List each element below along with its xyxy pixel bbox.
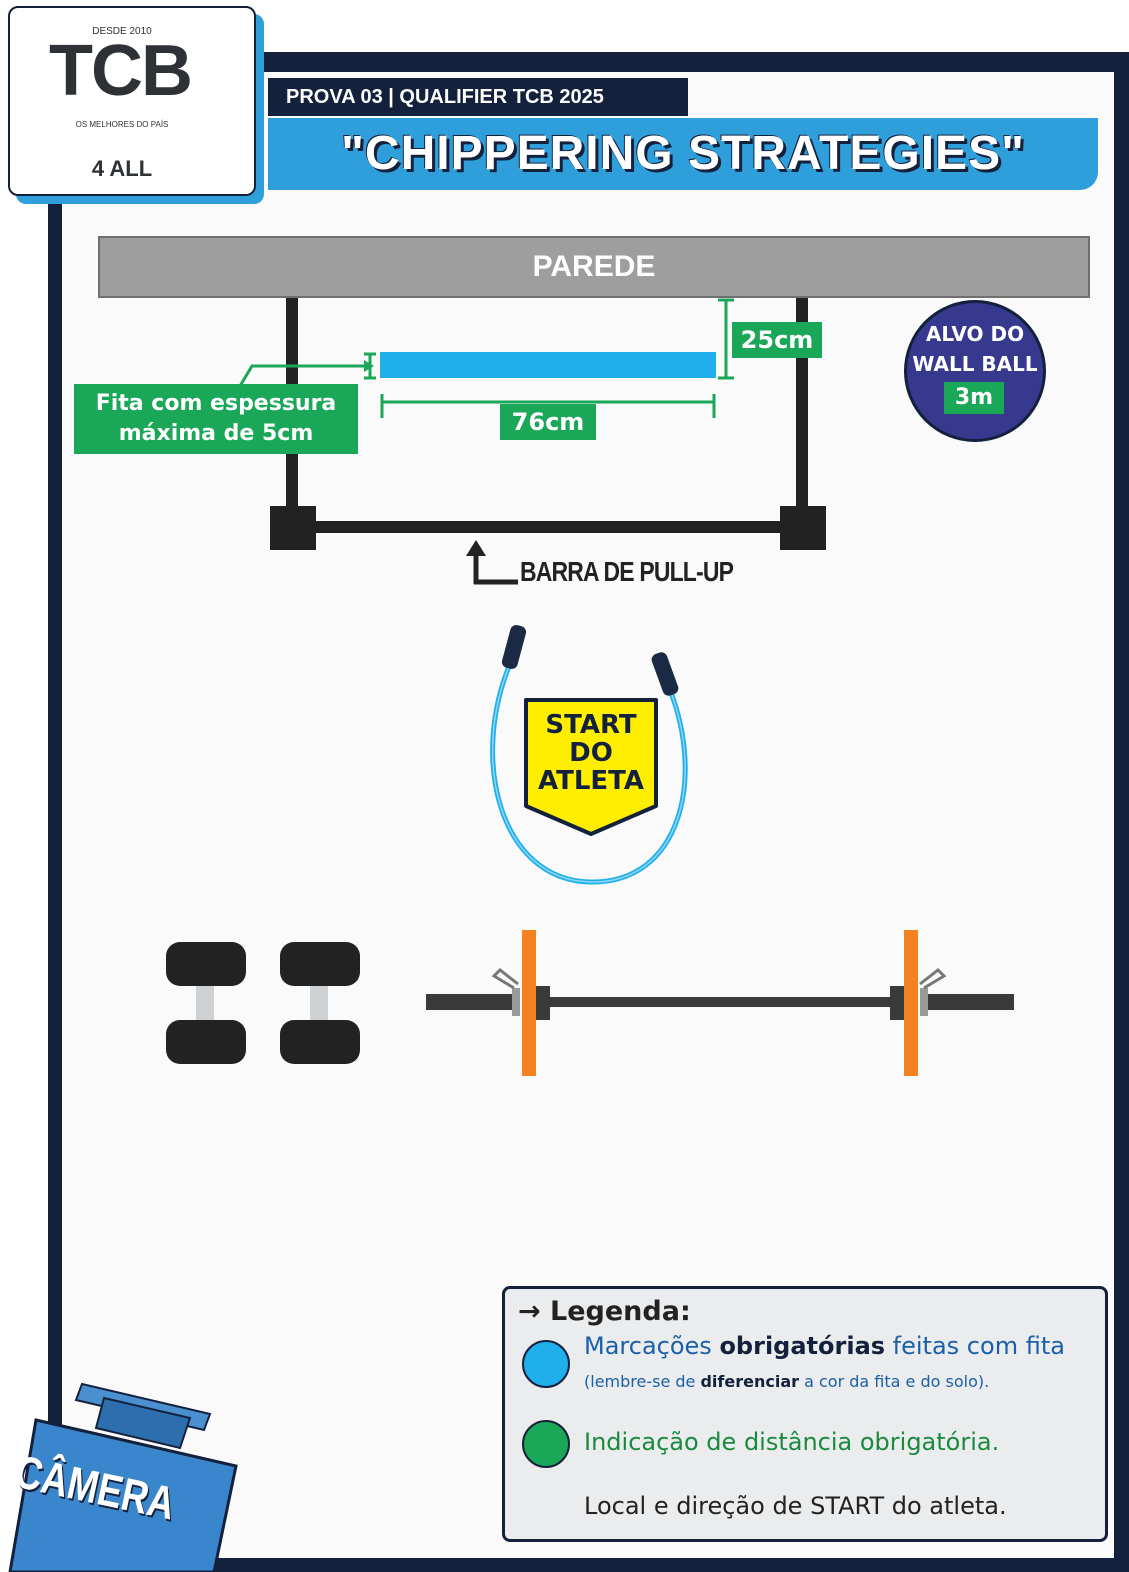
- target-label-line2: WALL BALL: [912, 352, 1038, 376]
- pullup-bar-label: BARRA DE PULL-UP: [520, 556, 734, 587]
- width-label: 76cm: [500, 404, 596, 440]
- title-banner: [268, 118, 1098, 190]
- target-height-label: 3m: [944, 382, 1004, 414]
- barbell-icon: [426, 930, 1014, 1076]
- height-label: 25cm: [732, 322, 822, 358]
- dumbbell-icon: [166, 942, 246, 1064]
- legend-note-bold: diferenciar: [700, 1372, 800, 1391]
- dumbbell-icon: [280, 942, 360, 1064]
- start-marker: [524, 698, 658, 836]
- tcb-logo: [8, 6, 256, 196]
- legend-item1-post: feitas com fita: [885, 1332, 1065, 1360]
- legend-box: [502, 1286, 1108, 1542]
- pullup-arrow-icon: [466, 540, 518, 585]
- height-dimension: [718, 298, 734, 380]
- wall-ball-target: [904, 300, 1046, 442]
- logo-brand: TCB: [49, 31, 193, 111]
- workout-title: "CHIPPERING STRATEGIES": [341, 127, 1025, 180]
- tape-thickness-note: Fita com espessura máxima de 5cm: [74, 384, 358, 454]
- legend-item-tape: Marcações obrigatórias feitas com fita: [584, 1332, 1065, 1360]
- logo-edition: 4 ALL: [91, 156, 153, 181]
- jump-rope-icon: [490, 625, 688, 885]
- pullup-rig: [270, 298, 826, 550]
- width-dimension: [380, 394, 716, 418]
- legend-item-start: Local e direção de START do atleta.: [584, 1492, 1007, 1520]
- camera-icon: [8, 1382, 238, 1572]
- tape-note-line1: Fita com espessura: [95, 391, 337, 416]
- legend-item1-pre: Marcações: [584, 1332, 720, 1360]
- tape-marking: [380, 352, 716, 378]
- legend-note-pre: (lembre-se de: [584, 1372, 701, 1391]
- legend-title: → Legenda:: [518, 1296, 691, 1327]
- target-label-line1: ALVO DO: [925, 322, 1025, 346]
- legend-note-post: a cor da fita e do solo).: [799, 1372, 990, 1391]
- logo-tagline: OS MELHORES DO PAÍS: [75, 120, 169, 129]
- legend-item-tape-note: (lembre-se de diferenciar a cor da fita …: [584, 1372, 989, 1391]
- wall: [98, 236, 1090, 298]
- start-label-line1: START: [545, 710, 637, 740]
- legend-item1-bold: obrigatórias: [719, 1332, 886, 1360]
- logo-since: DESDE 2010: [92, 26, 152, 37]
- legend-item-distance: Indicação de distância obrigatória.: [584, 1428, 1000, 1456]
- thickness-pointer: [238, 352, 376, 387]
- start-label-line3: ATLETA: [537, 766, 644, 796]
- legend-tape-icon: [522, 1340, 570, 1388]
- wall-label: PAREDE: [532, 250, 656, 283]
- tape-note-line2: máxima de 5cm: [118, 421, 314, 446]
- start-label-line2: DO: [569, 738, 613, 768]
- legend-distance-icon: [522, 1420, 570, 1468]
- event-tag: PROVA 03 | QUALIFIER TCB 2025: [268, 78, 688, 116]
